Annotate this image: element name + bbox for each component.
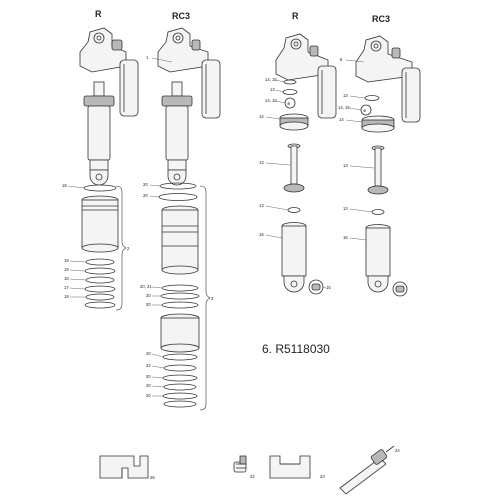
part-number-caption: 6. R5118030 (262, 342, 330, 356)
tool-23: 23 (269, 455, 325, 479)
callout-right-rc3-shaft: 13 (343, 163, 348, 168)
callout-mid-top-a: 20 (143, 182, 148, 187)
tool-24: 24 (339, 445, 400, 495)
callout-tool-mid-a: 22 (250, 474, 255, 479)
tool-22: 22 (233, 455, 255, 479)
callout-air-can-left: 2 (127, 246, 130, 251)
rc3-damper-exploded: 6 ⊕ 13 14, 15 14 13 13 15 (338, 35, 421, 297)
callout-tool-mid-b: 23 (320, 474, 325, 479)
callout-air-can-right: 3 (211, 296, 214, 301)
callout-right-r-13: 13 (270, 87, 275, 92)
callout-mid-b: 20 (146, 302, 151, 307)
header-right-r: R (292, 11, 299, 21)
left-air-can-exploded: 18 19 19 18 17 19 2 (62, 183, 130, 311)
callout-right-r-14-16: 14, 16 (265, 98, 277, 103)
callout-right-r-shaft: 13 (259, 160, 264, 165)
callout-mid-pair: 20, 21 (140, 284, 152, 289)
header-left-r: R (95, 9, 102, 19)
callout-right-r-body: 15 (259, 232, 264, 237)
callout-right-r-seal: 13 (259, 203, 264, 208)
callout-left-stack-2: 19 (64, 267, 69, 272)
callout-right-rc3-14-15: 14, 15 (338, 105, 350, 110)
callout-right-r-cap: 15 (326, 285, 331, 290)
callout-left-ring-top: 18 (62, 183, 67, 188)
small-glyph: ⊕ (287, 101, 291, 106)
callout-right-r-14: 14 (259, 114, 264, 119)
r-damper-exploded: ⊕ 14, 15 13 14, 16 14 13 13 15 15 (259, 33, 337, 295)
callout-right-r-14-15: 14, 15 (265, 77, 277, 82)
callout-rc3-body: 1 (146, 55, 149, 60)
callout-mid-low-2: 22 (146, 363, 151, 368)
callout-left-stack-1: 19 (64, 258, 69, 263)
small-glyph-rc3: ⊕ (363, 108, 367, 113)
callout-mid-low-3: 20 (146, 374, 151, 379)
callout-left-stack-5: 19 (64, 294, 69, 299)
callout-mid-top-b: 20 (143, 193, 148, 198)
callout-right-rc3-body-low: 15 (343, 235, 348, 240)
r-shock-assembly (79, 27, 139, 186)
header-right-rc3: RC3 (372, 14, 390, 24)
rc3-shock-assembly: 1 (146, 27, 221, 186)
callout-right-rc3-13: 13 (343, 93, 348, 98)
header-left-rc3: RC3 (172, 11, 190, 21)
callout-mid-a: 20 (146, 293, 151, 298)
mid-air-can-exploded: 20 20 20, 21 20 20 20 22 (140, 182, 214, 411)
callout-tool-right: 24 (395, 448, 400, 453)
callout-mid-low-5: 20 (146, 393, 151, 398)
tool-26: 26 (99, 455, 155, 480)
callout-left-stack-4: 17 (64, 285, 69, 290)
callout-tool-left: 26 (150, 475, 155, 480)
callout-right-rc3-seal: 13 (343, 206, 348, 211)
callout-mid-low-1: 20 (146, 351, 151, 356)
callout-left-stack-3: 18 (64, 276, 69, 281)
callout-right-rc3-body: 6 (340, 57, 343, 62)
callout-right-rc3-14: 14 (339, 117, 344, 122)
callout-mid-low-4: 20 (146, 383, 151, 388)
